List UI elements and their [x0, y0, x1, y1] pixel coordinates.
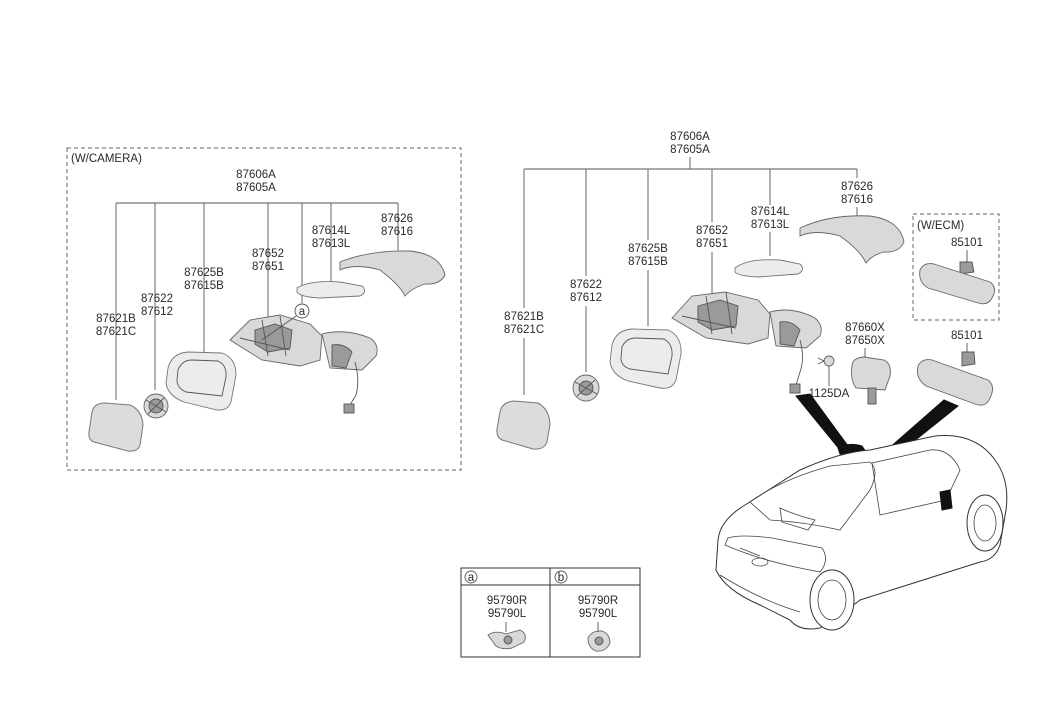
legend-b-circle: [554, 570, 568, 584]
right-connector: [789, 383, 801, 394]
rear-mirror-label: 85101: [951, 330, 983, 342]
legend-b-camera-part: [587, 622, 611, 652]
left-top-part-1: 87606A: [236, 169, 276, 181]
ecm-variant-box: [912, 213, 1000, 321]
right-label-repeater-2: 87613L: [751, 219, 790, 231]
legend-a-part-2: 95790L: [488, 608, 527, 620]
car-side-mirror: [939, 489, 953, 511]
left-label-glass-1: 87621B: [96, 313, 136, 325]
left-label-housing-1: 87652: [252, 248, 284, 260]
left-label-repeater-2: 87613L: [312, 238, 351, 250]
legend-table: a b 95790R 95790L 95790R 95790L: [460, 567, 641, 658]
inside-mirror-stem: [867, 387, 877, 405]
car-body: [715, 435, 1008, 630]
inside-mirror-label-1: 87660X: [845, 322, 885, 334]
left-wire-harness: [349, 361, 359, 406]
left-side-repeater: [296, 281, 365, 299]
right-wire-harness: [795, 339, 803, 386]
car-emblem: [751, 557, 769, 567]
rear-mirror-stem: [961, 351, 976, 367]
camera-variant-box: [66, 147, 462, 471]
right-label-cover-2: 87616: [841, 194, 873, 206]
left-label-cover-1: 87626: [381, 213, 413, 225]
car-rear-window: [749, 461, 876, 531]
left-connector: [343, 403, 355, 414]
right-label-repeater-1: 87614L: [751, 206, 790, 218]
left-label-frame-2: 87615B: [184, 280, 224, 292]
right-scalp-cover: [799, 215, 905, 264]
legend-a-part-1: 95790R: [487, 595, 527, 607]
ecm-part-label: 85101: [951, 237, 983, 249]
legend-b-letter: b: [558, 572, 564, 584]
right-top-part-1: 87606A: [670, 131, 710, 143]
left-label-housing-2: 87651: [252, 261, 284, 273]
left-mirror-glass: [88, 402, 144, 452]
camera-variant-label: (W/CAMERA): [71, 153, 142, 165]
inside-mirror-mount: [851, 356, 891, 391]
left-label-actuator-2: 87612: [141, 306, 173, 318]
left-label-actuator-1: 87622: [141, 293, 173, 305]
rear-view-mirror: [916, 359, 993, 406]
left-label-frame-1: 87625B: [184, 267, 224, 279]
vehicle-illustration: [715, 435, 1008, 631]
right-label-housing-2: 87651: [696, 238, 728, 250]
car-tail-lights: [724, 535, 826, 573]
left-label-cover-2: 87616: [381, 226, 413, 238]
bolt-1125da: [817, 355, 835, 367]
legend-b-part-1: 95790R: [578, 595, 618, 607]
left-scalp-cover: [339, 250, 446, 297]
right-label-glass-1: 87621B: [504, 311, 544, 323]
right-actuator-motor: [572, 374, 600, 402]
right-label-actuator-2: 87612: [570, 292, 602, 304]
right-top-part-2: 87605A: [670, 144, 710, 156]
right-label-cover-1: 87626: [841, 181, 873, 193]
left-label-glass-2: 87621C: [96, 326, 136, 338]
left-actuator-motor: [143, 393, 169, 419]
right-label-actuator-1: 87622: [570, 279, 602, 291]
ecm-variant-label: (W/ECM): [917, 220, 964, 232]
standard-variant-group: 87606A 87605A 87621B 87621C 87622 87612 …: [496, 131, 1000, 469]
ecm-mirror-stem: [959, 261, 975, 275]
legend-a-letter: a: [468, 572, 475, 584]
right-mirror-glass: [496, 400, 551, 450]
pointer-side-mirror: [795, 393, 849, 451]
bolt-label: 1125DA: [809, 388, 850, 400]
left-top-part-2: 87605A: [236, 182, 276, 194]
camera-variant-group: (W/CAMERA) 87606A 87605A 87621B 87621C 8…: [66, 147, 462, 471]
right-side-repeater: [734, 259, 803, 278]
legend-b-part-2: 95790L: [579, 608, 618, 620]
left-callout-circle: [294, 303, 310, 319]
legend-a-circle: [464, 570, 478, 584]
car-side-window: [871, 449, 961, 516]
right-label-frame-2: 87615B: [628, 256, 668, 268]
legend-a-camera-part: [487, 622, 526, 650]
inside-mirror-label-2: 87650X: [845, 335, 885, 347]
right-label-housing-1: 87652: [696, 225, 728, 237]
car-rear-wheel-left: [809, 569, 855, 631]
car-rear-wheel-right: [966, 494, 1004, 552]
left-callout-letter: a: [299, 306, 306, 318]
left-label-repeater-1: 87614L: [312, 225, 351, 237]
right-label-glass-2: 87621C: [504, 324, 544, 336]
ecm-rearview-mirror: [919, 263, 995, 305]
right-label-frame-1: 87625B: [628, 243, 668, 255]
